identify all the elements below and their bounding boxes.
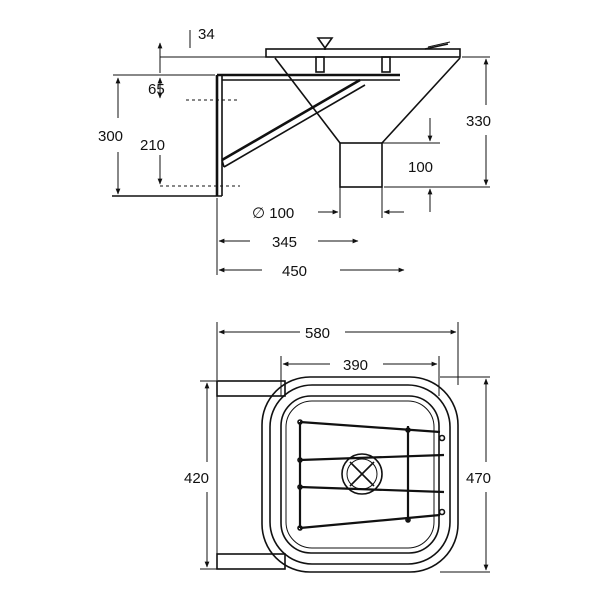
bowl-rim bbox=[261, 376, 459, 573]
side-view: 34 65 210 300 330 100 bbox=[98, 26, 491, 280]
dim-label-34: 34 bbox=[198, 26, 215, 43]
wall-bracket bbox=[112, 73, 400, 197]
dim-bracket-to-outlet: 345 bbox=[216, 198, 359, 275]
grate bbox=[297, 419, 446, 531]
lid bbox=[265, 37, 461, 73]
dim-label-450: 450 bbox=[282, 263, 307, 280]
dim-funnel-height: 330 bbox=[384, 56, 491, 188]
dim-label-390: 390 bbox=[343, 357, 368, 374]
dim-lid-offset: 34 bbox=[157, 26, 268, 73]
dim-label-420: 420 bbox=[184, 470, 209, 487]
plan-view: 580 390 420 470 bbox=[184, 322, 491, 573]
dim-label-345: 345 bbox=[272, 234, 297, 251]
dim-label-100-height: 100 bbox=[408, 159, 433, 176]
dim-label-210: 210 bbox=[140, 137, 165, 154]
drain-outlet bbox=[341, 453, 383, 495]
diagonal-brace bbox=[221, 78, 366, 168]
dim-grate-width: 390 bbox=[280, 356, 440, 396]
dim-plan-width: 580 bbox=[216, 322, 459, 385]
dim-bracket-span: 420 bbox=[184, 380, 217, 570]
dim-overall-depth: 450 bbox=[218, 263, 405, 280]
dim-label-diameter-100: ∅ 100 bbox=[252, 205, 294, 222]
dim-plan-depth: 470 bbox=[440, 376, 491, 573]
dim-heights-left: 65 210 300 bbox=[98, 74, 240, 195]
dim-label-580: 580 bbox=[305, 325, 330, 342]
dim-label-65: 65 bbox=[148, 81, 165, 98]
dim-label-470: 470 bbox=[466, 470, 491, 487]
funnel-body bbox=[274, 57, 461, 188]
dim-label-300: 300 bbox=[98, 128, 123, 145]
dim-outlet-height: 100 bbox=[382, 118, 440, 212]
dim-label-330: 330 bbox=[466, 113, 491, 130]
mounting-bars bbox=[216, 380, 286, 570]
dim-outlet-diameter: ∅ 100 bbox=[252, 187, 404, 222]
